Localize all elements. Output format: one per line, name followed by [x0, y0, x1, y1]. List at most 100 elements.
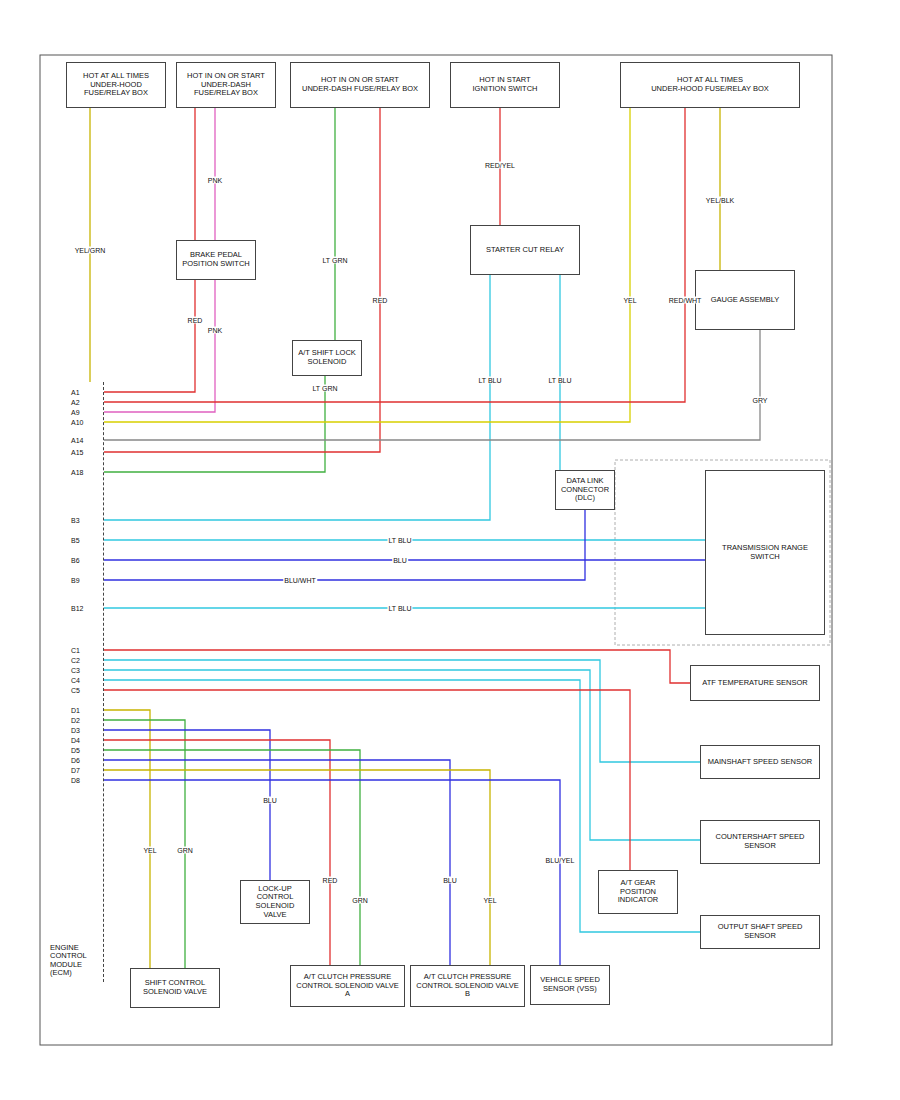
- relay-box: STARTER CUT RELAY: [470, 225, 580, 275]
- switch-box: TRANSMISSION RANGE SWITCH: [705, 470, 825, 635]
- pin-number: D2: [70, 717, 81, 724]
- node-heading: HOT AT ALL TIMES: [624, 76, 796, 85]
- sensor-box: ATF TEMPERATURE SENSOR: [690, 665, 820, 701]
- wire: [104, 376, 325, 472]
- wire: [104, 680, 700, 932]
- pin-number: C5: [70, 687, 81, 694]
- pin-number: D1: [70, 707, 81, 714]
- node-heading: HOT IN ON OR START: [294, 76, 426, 85]
- wire: [104, 660, 700, 762]
- pin-number: D8: [70, 777, 81, 784]
- wire-color: RED/WHT: [668, 297, 703, 304]
- wire: [89, 108, 90, 382]
- pin-number: C1: [70, 647, 81, 654]
- wire-color: LT BLU: [547, 377, 572, 384]
- node-label: DATA LINK CONNECTOR (DLC): [559, 477, 611, 503]
- node-label: ENGINE CONTROL MODULE (ECM): [50, 944, 99, 979]
- node-label: IGNITION SWITCH: [454, 85, 556, 94]
- ignition-switch: HOT IN STARTIGNITION SWITCH: [450, 62, 560, 108]
- node-label: UNDER-DASH FUSE/RELAY BOX: [294, 85, 426, 94]
- wire-color: LT BLU: [387, 605, 412, 612]
- node-label: LOCK-UP CONTROL SOLENOID VALVE: [244, 885, 306, 920]
- solenoid-box: A/T CLUTCH PRESSURE CONTROL SOLENOID VAL…: [410, 965, 525, 1007]
- diagram-frame: [40, 55, 832, 1045]
- wire: [104, 108, 630, 422]
- wire-color: LT GRN: [321, 257, 348, 264]
- wire-color: BLU: [392, 557, 408, 564]
- wire: [104, 510, 585, 580]
- gauge-box: GAUGE ASSEMBLY: [695, 270, 795, 330]
- node-label: UNDER-DASH FUSE/RELAY BOX: [180, 81, 272, 98]
- sensor-box: COUNTERSHAFT SPEED SENSOR: [700, 820, 820, 864]
- solenoid-box: A/T SHIFT LOCK SOLENOID: [292, 340, 362, 376]
- wire: [104, 750, 360, 965]
- wire: [104, 108, 380, 452]
- pin-number: B6: [70, 557, 81, 564]
- wire-color: RED/YEL: [484, 162, 516, 169]
- wire-color: BLU/WHT: [283, 577, 317, 584]
- pin-number: B3: [70, 517, 81, 524]
- wire: [104, 710, 150, 968]
- fuse-box: HOT AT ALL TIMESUNDER-HOOD FUSE/RELAY BO…: [620, 62, 800, 108]
- wire-color: BLU/YEL: [545, 857, 576, 864]
- solenoid-box: SHIFT CONTROL SOLENOID VALVE: [130, 968, 220, 1008]
- node-label: COUNTERSHAFT SPEED SENSOR: [704, 833, 816, 850]
- wire-color: GRN: [176, 847, 194, 854]
- pin-number: D7: [70, 767, 81, 774]
- node-label: OUTPUT SHAFT SPEED SENSOR: [704, 923, 816, 940]
- node-label: BRAKE PEDAL POSITION SWITCH: [180, 251, 252, 268]
- wire-color: GRN: [351, 897, 369, 904]
- wire: [104, 670, 700, 840]
- node-label: A/T SHIFT LOCK SOLENOID: [296, 349, 358, 366]
- node-label: VEHICLE SPEED SENSOR (VSS): [534, 976, 606, 993]
- wire: [104, 280, 215, 412]
- node-label: SHIFT CONTROL SOLENOID VALVE: [134, 979, 216, 996]
- wire: [104, 275, 490, 520]
- wire-color: PNK: [207, 177, 223, 184]
- wire-color: YEL/BLK: [705, 197, 735, 204]
- pin-number: A1: [70, 389, 81, 396]
- pin-number: C3: [70, 667, 81, 674]
- node-heading: HOT AT ALL TIMES: [70, 72, 162, 81]
- wire: [104, 780, 560, 965]
- pin-number: C2: [70, 657, 81, 664]
- node-label: MAINSHAFT SPEED SENSOR: [704, 758, 816, 767]
- wire-color: YEL/GRN: [74, 247, 107, 254]
- wire-color: RED: [322, 877, 339, 884]
- pin-number: B12: [70, 605, 84, 612]
- wire-color: YEL: [142, 847, 157, 854]
- wire: [104, 108, 685, 402]
- node-label: STARTER CUT RELAY: [474, 246, 576, 255]
- wire: [719, 108, 720, 270]
- indicator-box: A/T GEAR POSITION INDICATOR: [598, 870, 678, 914]
- wire: [104, 760, 450, 965]
- wire-color: BLU: [262, 797, 278, 804]
- solenoid-box: LOCK-UP CONTROL SOLENOID VALVE: [240, 880, 310, 924]
- sensor-box: MAINSHAFT SPEED SENSOR: [700, 745, 820, 779]
- wire: [104, 740, 330, 965]
- node-label: A/T CLUTCH PRESSURE CONTROL SOLENOID VAL…: [414, 973, 521, 999]
- pin-number: D3: [70, 727, 81, 734]
- pin-number: D4: [70, 737, 81, 744]
- wire-color: LT BLU: [477, 377, 502, 384]
- wire-color: PNK: [207, 327, 223, 334]
- wire: [334, 108, 335, 340]
- wire-color: RED: [372, 297, 389, 304]
- node-heading: HOT IN START: [454, 76, 556, 85]
- wire: [559, 275, 560, 470]
- wire: [104, 730, 270, 880]
- wire: [104, 770, 490, 965]
- wire: [104, 720, 185, 968]
- pin-number: B9: [70, 577, 81, 584]
- wire-color: GRY: [751, 397, 768, 404]
- node-label: A/T GEAR POSITION INDICATOR: [602, 879, 674, 905]
- node-heading: HOT IN ON OR START: [180, 72, 272, 81]
- node-label: UNDER-HOOD FUSE/RELAY BOX: [70, 81, 162, 98]
- fuse-box: HOT IN ON OR STARTUNDER-DASH FUSE/RELAY …: [290, 62, 430, 108]
- wire: [214, 108, 215, 240]
- node-label: UNDER-HOOD FUSE/RELAY BOX: [624, 85, 796, 94]
- wire-color: YEL: [622, 297, 637, 304]
- pin-number: A2: [70, 399, 81, 406]
- connector-box: DATA LINK CONNECTOR (DLC): [555, 470, 615, 510]
